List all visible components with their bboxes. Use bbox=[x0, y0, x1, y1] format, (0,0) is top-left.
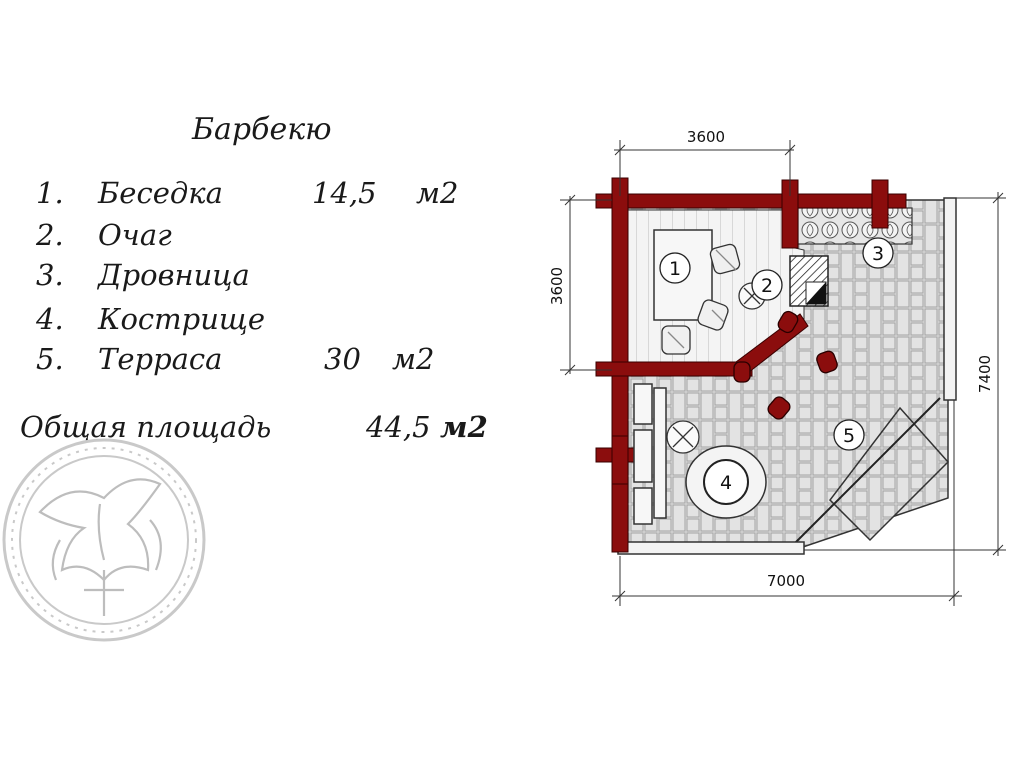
callouts: 1 2 3 4 5 bbox=[659, 237, 894, 494]
room-row-1: 1. Беседка 14,5 м2 bbox=[36, 176, 476, 216]
right-edge-board bbox=[943, 197, 957, 401]
total-area: Общая площадь 44,5 м2 bbox=[20, 410, 490, 450]
room-name: Кострище bbox=[98, 302, 266, 336]
gazebo-chairs bbox=[661, 243, 741, 355]
woodpile bbox=[797, 207, 913, 245]
room-number: 5. bbox=[36, 342, 64, 376]
plan-title: Барбекю bbox=[192, 112, 332, 147]
room-name: Дровница bbox=[98, 258, 250, 292]
side-tables bbox=[666, 282, 766, 454]
terrace-extension bbox=[829, 406, 950, 542]
bottom-edge-board bbox=[617, 541, 805, 555]
seal-watermark-icon bbox=[2, 438, 206, 642]
room-row-5: 5. Терраса 30 м2 bbox=[36, 342, 476, 382]
dimension-top: 3600 bbox=[687, 128, 725, 146]
room-unit: м2 bbox=[416, 176, 459, 210]
callout-1: 1 bbox=[669, 258, 681, 280]
dimension-lines bbox=[560, 140, 1006, 606]
terrace-stools bbox=[733, 310, 838, 420]
callout-3: 3 bbox=[872, 243, 884, 265]
callout-2: 2 bbox=[761, 275, 773, 297]
total-value: 44,5 bbox=[366, 410, 431, 444]
dimension-right: 7400 bbox=[976, 355, 994, 393]
fire-pit bbox=[685, 445, 767, 519]
room-number: 1. bbox=[36, 176, 64, 210]
room-unit: м2 bbox=[392, 342, 435, 376]
callout-4: 4 bbox=[720, 472, 732, 494]
room-name: Беседка bbox=[98, 176, 223, 210]
hearth bbox=[789, 255, 829, 307]
room-area: 14,5 bbox=[312, 176, 377, 210]
dimension-bottom: 7000 bbox=[767, 572, 805, 590]
room-area: 30 bbox=[324, 342, 361, 376]
room-row-4: 4. Кострище bbox=[36, 302, 476, 342]
room-number: 3. bbox=[36, 258, 64, 292]
total-unit: м2 bbox=[440, 410, 488, 444]
room-number: 2. bbox=[36, 218, 64, 252]
room-row-3: 3. Дровница bbox=[36, 258, 476, 298]
callout-5: 5 bbox=[843, 425, 855, 447]
total-label: Общая площадь bbox=[20, 410, 272, 444]
room-name: Терраса bbox=[98, 342, 223, 376]
terrace-bench bbox=[633, 383, 667, 525]
room-number: 4. bbox=[36, 302, 64, 336]
room-row-2: 2. Очаг bbox=[36, 218, 476, 258]
dimension-left: 3600 bbox=[548, 267, 566, 305]
room-name: Очаг bbox=[98, 218, 172, 252]
